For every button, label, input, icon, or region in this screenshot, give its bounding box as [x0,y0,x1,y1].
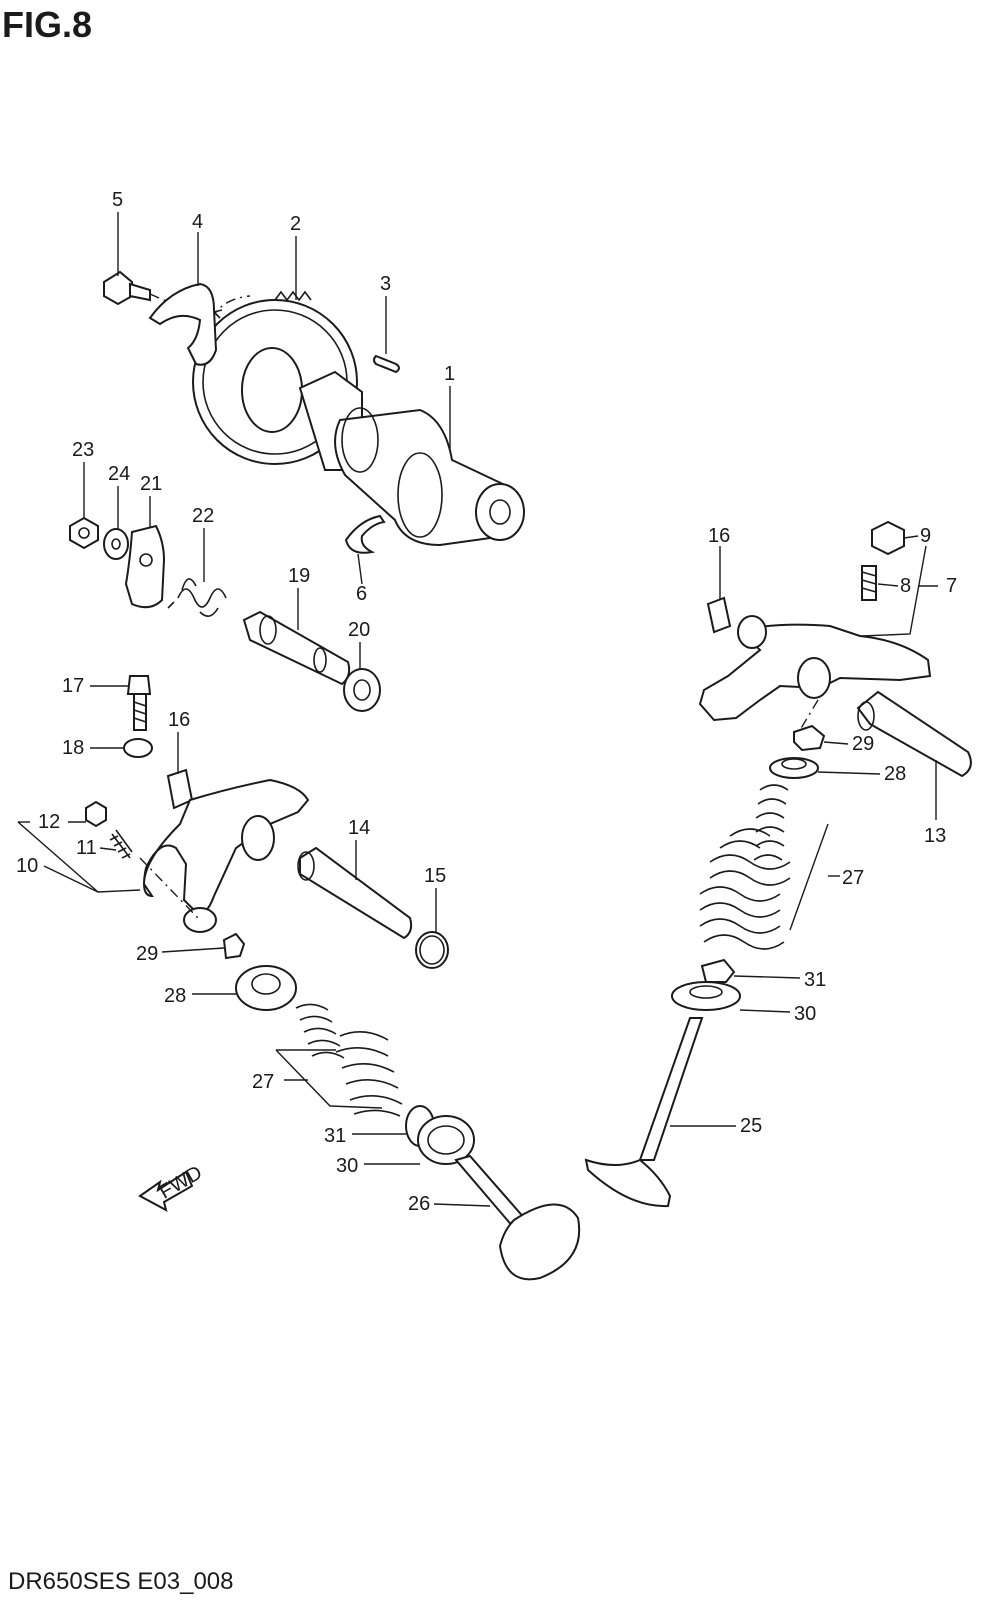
adjust-nut-9 [871,520,905,556]
lock-washer [148,282,218,366]
spring-inner-27-right [753,784,789,861]
cap-29-left [222,932,246,960]
callout-16-left: 16 [168,709,190,731]
callout-27-left: 27 [252,1071,274,1093]
callout-12: 12 [38,811,60,833]
washer-24 [103,528,129,560]
callout-14: 14 [348,817,370,839]
leader-lines [17,212,938,1207]
callout-30-left: 30 [336,1155,358,1177]
retainer-28-right [769,757,819,779]
callout-29-left: 29 [136,943,158,965]
callout-3: 3 [380,273,391,295]
spring-outer-27-left [335,1031,403,1117]
callout-7: 7 [946,575,957,597]
callout-2: 2 [290,213,301,235]
callout-27-right: 27 [842,867,864,889]
decomp-shaft [242,610,351,686]
callout-21: 21 [140,473,162,495]
callout-19: 19 [288,565,310,587]
callout-10: 10 [16,855,38,877]
cap-29-right [793,724,826,752]
rocker-shaft-14 [297,846,413,940]
callout-4: 4 [192,211,203,233]
callout-30-right: 30 [794,1003,816,1025]
callout-22: 22 [192,505,214,527]
callout-31-left: 31 [324,1125,346,1147]
spring-outer-27-right [699,828,791,950]
adjust-screw-11 [109,829,133,859]
callout-17: 17 [62,675,84,697]
forward-arrow-icon: FWD [138,1162,206,1212]
figure-title: FIG.8 [2,4,93,45]
callout-23: 23 [72,439,94,461]
washer-18 [123,738,153,758]
callout-labels: 1 2 3 4 5 6 7 8 9 10 11 12 13 14 15 16 1… [16,189,957,1215]
decomp-lever [124,524,166,609]
fwd-label: FWD [156,1162,206,1204]
oil-seal [343,668,381,712]
callout-25: 25 [740,1115,762,1137]
seat-30-right [671,981,741,1011]
callout-28-right: 28 [884,763,906,785]
centerline-left [139,857,201,921]
tappet-screw-17 [126,675,152,731]
callout-29-right: 29 [852,733,874,755]
rocker-arm-left [142,778,310,933]
callout-26: 26 [408,1193,430,1215]
drawing-code: DR650SES E03_008 [8,1568,234,1595]
nut-23 [69,516,99,550]
knock-pin [373,354,400,374]
spacer-16-right [706,596,732,634]
valve-26 [454,1154,581,1281]
callout-6: 6 [356,583,367,605]
callout-24: 24 [108,463,130,485]
seat-30-left [417,1115,475,1165]
rocker-shaft-13 [856,690,972,778]
adjust-nut-12 [85,800,107,828]
retainer-28-left [235,965,297,1011]
valve-25 [584,1017,704,1208]
spring-inner-27-left [295,1003,345,1059]
callout-11: 11 [76,837,97,859]
callout-8: 8 [900,575,911,597]
callout-5: 5 [112,189,123,211]
callout-15: 15 [424,865,446,887]
callout-13: 13 [924,825,946,847]
callout-1: 1 [444,363,455,385]
c-clip [344,514,386,554]
callout-18: 18 [62,737,84,759]
o-ring-15 [415,931,449,969]
camshaft [298,370,525,547]
decomp-spring [167,578,227,617]
callout-9: 9 [920,525,931,547]
rocker-arm-right [698,615,932,722]
callout-28-left: 28 [164,985,186,1007]
adjust-screw-8 [861,565,877,601]
seal-31-right [700,958,736,983]
callout-16-right: 16 [708,525,730,547]
centerline-right [799,699,819,731]
callout-31-right: 31 [804,969,826,991]
callout-20: 20 [348,619,370,641]
